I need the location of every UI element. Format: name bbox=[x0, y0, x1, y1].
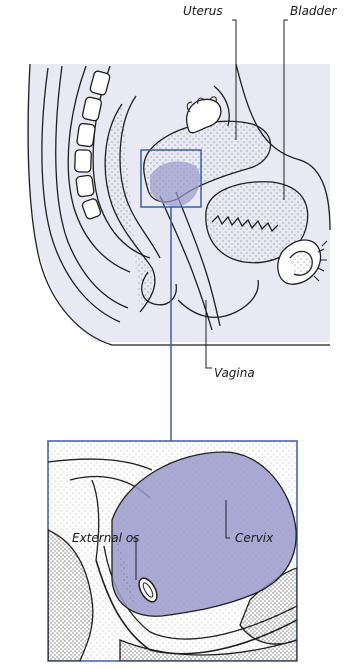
label-external-os: External os bbox=[72, 531, 139, 545]
zoom-detail bbox=[48, 441, 297, 661]
label-vagina: Vagina bbox=[214, 366, 255, 380]
label-uterus: Uterus bbox=[183, 4, 223, 18]
label-bladder: Bladder bbox=[290, 4, 336, 18]
label-cervix: Cervix bbox=[235, 531, 273, 545]
